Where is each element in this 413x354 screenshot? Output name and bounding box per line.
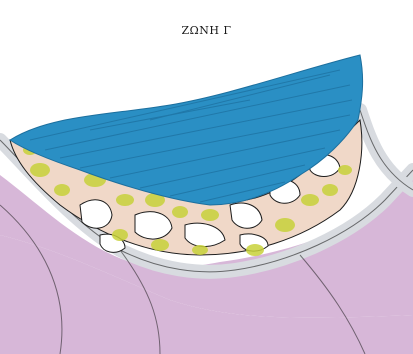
road-east [360, 110, 413, 190]
